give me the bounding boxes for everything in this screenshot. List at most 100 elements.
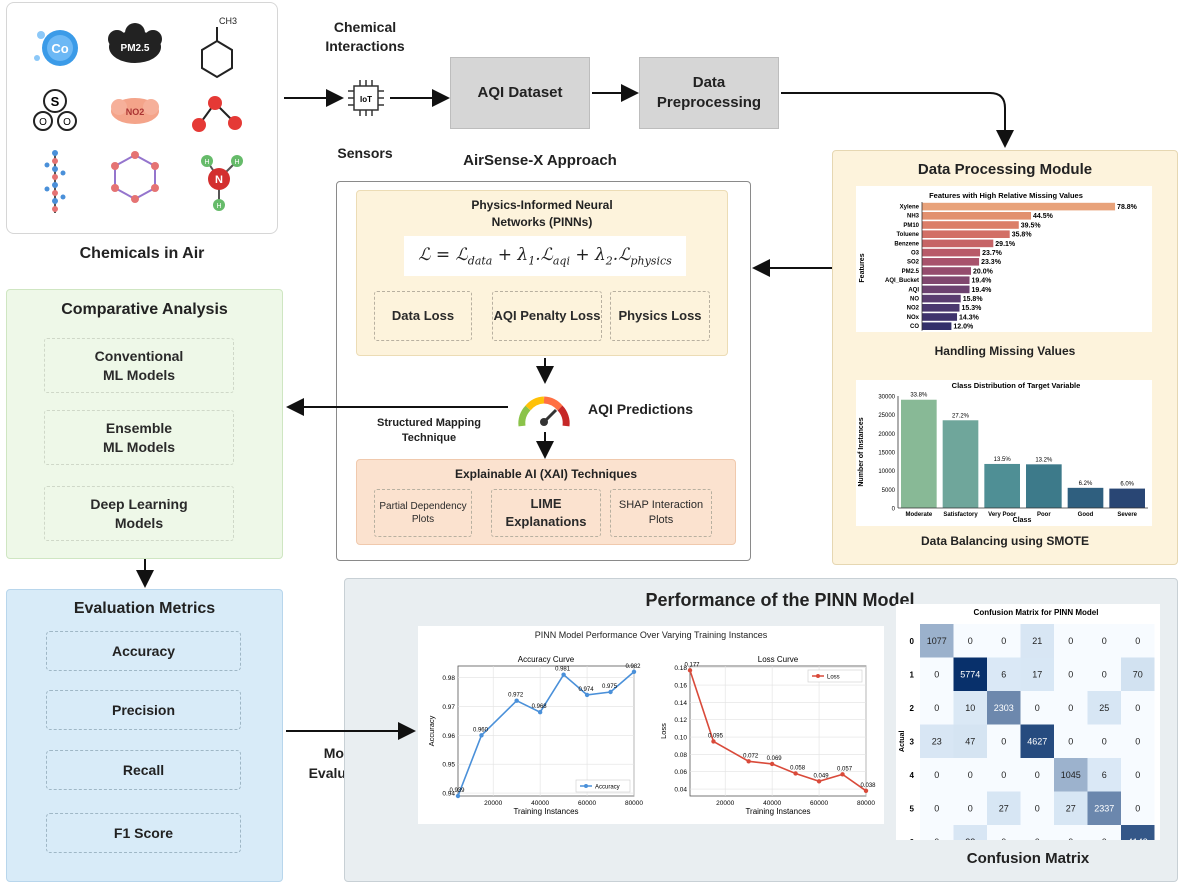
plot-area (689, 665, 867, 797)
iot-sensor-icon: IoT (344, 80, 388, 116)
comparative-panel (6, 289, 283, 559)
data-label-10: 15.8% (963, 296, 984, 303)
cell-label-5-1: 0 (968, 803, 973, 813)
cell-label-2-1: 10 (965, 703, 975, 713)
cell-6-2 (987, 825, 1021, 840)
point-label-7: 0.982 (625, 664, 641, 670)
bar-5 (922, 248, 981, 257)
cell-label-1-4: 0 (1068, 669, 1073, 679)
gauge-icon (516, 386, 572, 432)
data-label-2: 39.5% (1021, 222, 1042, 229)
tick-label-13: CO (910, 324, 919, 330)
data-label-3: 13.2% (1035, 457, 1053, 463)
co-label: Co (51, 41, 68, 56)
f1-score-box: F1 Score (46, 813, 241, 853)
tick-label-3: Toluene (896, 232, 919, 238)
shap-box: SHAP Interaction Plots (610, 489, 712, 537)
cell-label-3-3: 4627 (1027, 736, 1047, 746)
cell-label-4-0: 0 (934, 770, 939, 780)
chemical-icons: Co PM2.5 CH3 S O O NO2 (33, 16, 243, 213)
cell-2-0 (920, 691, 954, 725)
cell-label-4-4: 1045 (1061, 770, 1081, 780)
bar-0 (922, 202, 1116, 211)
bar-3 (1026, 464, 1062, 508)
point-4 (561, 672, 566, 677)
cell-1-4 (1054, 657, 1088, 691)
bar-3 (922, 230, 1010, 238)
y-axis-label: Features (859, 253, 866, 282)
cell-label-6-1: 22 (965, 837, 975, 840)
cell-label-1-0: 0 (934, 669, 939, 679)
cell-2-1 (953, 691, 987, 725)
x-tick-2: 60000 (578, 800, 596, 807)
tick-label-9: AQI (908, 287, 919, 293)
data-loss-box: Data Loss (374, 291, 472, 341)
cell-0-3 (1020, 624, 1054, 658)
o-label-2: O (63, 117, 71, 128)
cell-0-4 (1054, 624, 1088, 658)
row-label-0: 0 (910, 637, 915, 646)
y-tick-4: 0.98 (442, 675, 455, 682)
bar-13 (922, 322, 952, 330)
cell-3-3 (1020, 724, 1054, 758)
y-tick-0: 0.04 (674, 787, 687, 794)
data-label-0: 33.8% (910, 393, 928, 399)
cell-4-2 (987, 758, 1021, 792)
cell-6-0 (920, 825, 954, 840)
cell-4-0 (920, 758, 954, 792)
cell-6-3 (1020, 825, 1054, 840)
cell-4-5 (1087, 758, 1121, 792)
cell-label-0-0: 1077 (927, 636, 947, 646)
cell-label-6-2: 0 (1001, 837, 1006, 840)
x-tick-0: Moderate (905, 512, 932, 518)
recall-box: Recall (46, 750, 241, 790)
cell-label-0-5: 0 (1102, 636, 1107, 646)
legend-marker (584, 784, 588, 788)
cell-label-2-2: 2303 (994, 703, 1014, 713)
benzene-ring-icon (111, 151, 159, 203)
point-label-0: 0.939 (449, 788, 465, 794)
bar-0 (901, 399, 937, 508)
tick-label-12: NOx (907, 315, 920, 321)
chart-title: Loss Curve (758, 655, 799, 664)
data-preprocessing-box: Data Preprocessing (639, 57, 779, 129)
chart-title: Confusion Matrix for PINN Model (974, 608, 1099, 617)
cell-6-5 (1087, 825, 1121, 840)
tick-label-1: NH3 (907, 214, 920, 220)
co-icon: Co (34, 30, 78, 66)
cell-0-0 (920, 624, 954, 658)
x-tick-3: 80000 (625, 800, 643, 807)
cell-1-5 (1087, 657, 1121, 691)
cell-3-2 (987, 724, 1021, 758)
o-label-1: O (39, 117, 47, 128)
cell-label-4-1: 0 (968, 770, 973, 780)
point-5 (816, 779, 822, 784)
bar-9 (922, 285, 970, 294)
h-label-2: H (234, 159, 239, 166)
cell-1-1 (953, 657, 987, 691)
y-tick-7: 0.18 (674, 665, 687, 672)
data-label-5: 23.7% (982, 250, 1003, 257)
bar-4 (922, 239, 994, 248)
cell-5-2 (987, 791, 1021, 825)
no2-icon: NO2 (111, 98, 159, 124)
bar-10 (922, 294, 961, 303)
bar-6 (922, 258, 980, 266)
cell-label-3-2: 0 (1001, 736, 1006, 746)
y-tick-2: 10000 (878, 469, 895, 475)
legend-label: Loss (827, 675, 840, 681)
cell-label-5-0: 0 (934, 803, 939, 813)
cell-0-6 (1121, 624, 1155, 658)
y-tick-0: 0 (892, 507, 896, 513)
ch3-label: CH3 (219, 16, 237, 26)
physics-loss-box: Physics Loss (610, 291, 710, 341)
data-label-11: 15.3% (961, 305, 982, 312)
missing-caption: Handling Missing Values (934, 344, 1076, 358)
cell-3-0 (920, 724, 954, 758)
tick-label-4: Benzene (894, 241, 919, 247)
cell-3-4 (1054, 724, 1088, 758)
cell-2-5 (1087, 691, 1121, 725)
cell-2-3 (1020, 691, 1054, 725)
